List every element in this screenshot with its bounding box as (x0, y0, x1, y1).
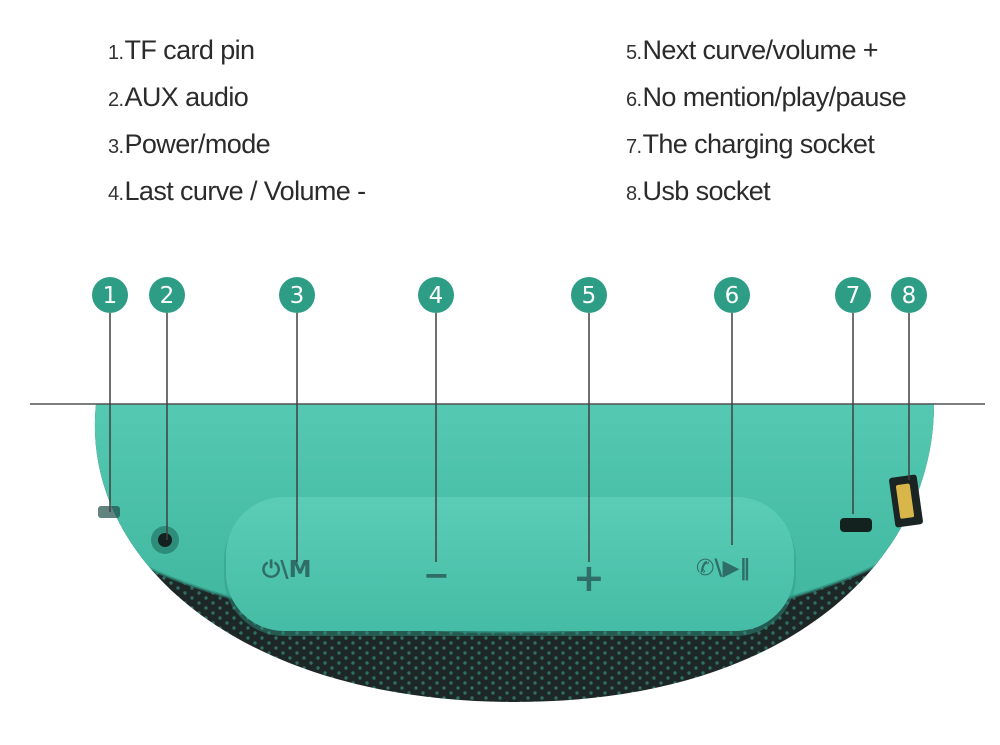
legend-item-3: 3.Power/mode (108, 129, 271, 159)
legend-item-8: 8.Usb socket (626, 176, 771, 206)
svg-text:7: 7 (846, 283, 861, 309)
volume-up-icon: + (573, 556, 605, 600)
svg-text:1: 1 (103, 283, 118, 309)
svg-text:4: 4 (429, 283, 444, 309)
aux-port-hole (158, 533, 172, 547)
power-mode-icon: ⏻\M (262, 557, 311, 583)
call-play-icon: ✆\▶‖ (696, 556, 750, 581)
callout-8: 8 (891, 277, 927, 313)
callout-5: 5 (571, 277, 607, 313)
usb-socket-inner (895, 483, 915, 519)
legend-item-5: 5.Next curve/volume + (626, 35, 879, 65)
tf-card-slot (98, 506, 120, 518)
legend-item-6: 6.No mention/play/pause (626, 82, 907, 112)
callout-7: 7 (835, 277, 871, 313)
legend-right: 5.Next curve/volume + 6.No mention/play/… (626, 32, 907, 220)
volume-down-icon: − (423, 556, 450, 594)
charging-socket (840, 518, 872, 532)
callout-1: 1 (92, 277, 128, 313)
svg-text:5: 5 (582, 283, 597, 309)
callout-4: 4 (418, 277, 454, 313)
legend-item-1: 1.TF card pin (108, 35, 255, 65)
legend-left: 1.TF card pin 2.AUX audio 3.Power/mode 4… (108, 32, 366, 220)
legend-item-2: 2.AUX audio (108, 82, 249, 112)
callout-6: 6 (714, 277, 750, 313)
legend-item-7: 7.The charging socket (626, 129, 875, 159)
control-panel (224, 497, 796, 636)
legend-item-4: 4.Last curve / Volume - (108, 176, 366, 206)
callout-2: 2 (149, 277, 185, 313)
leader-lines (109, 313, 910, 562)
svg-text:8: 8 (902, 283, 917, 309)
svg-text:6: 6 (725, 283, 740, 309)
svg-text:3: 3 (290, 283, 305, 309)
callout-3: 3 (279, 277, 315, 313)
svg-text:2: 2 (160, 283, 175, 309)
